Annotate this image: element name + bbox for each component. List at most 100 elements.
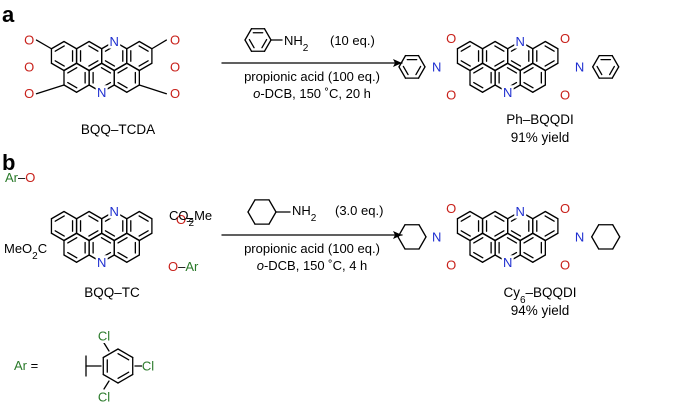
- core-ring-bond-inner: [460, 230, 471, 237]
- chlorine-atom-bg: [98, 390, 110, 404]
- core-nitrogen-top-bg: [108, 34, 121, 49]
- core-ring-bond-inner: [544, 215, 555, 222]
- core-ring-bond-inner: [523, 237, 534, 244]
- imide-nitrogen-left-bg: [430, 229, 443, 244]
- trichlorophenyl-ring-bond: [117, 348, 134, 359]
- imide-nitrogen-left: N: [432, 59, 441, 74]
- core-ring-bond: [75, 84, 90, 93]
- core-ring-bond: [519, 62, 534, 72]
- phenyl-right-bond: [611, 66, 620, 79]
- phenyl-right-bond: [592, 54, 600, 68]
- core-ring-bond: [75, 232, 90, 242]
- core-ring-bond: [113, 254, 128, 263]
- core-ring-bond: [469, 40, 484, 50]
- imide-nitrogen-right: N: [575, 229, 584, 244]
- core-ring-bond: [63, 62, 78, 72]
- bqq-tcda-core: NN: [50, 34, 153, 100]
- trichlorophenyl-ring-bond-inner: [117, 371, 130, 379]
- core-ring-bond-inner: [100, 237, 112, 244]
- core-ring-bond: [126, 40, 140, 50]
- cyclohexyl-ring-bond: [247, 211, 256, 225]
- cyclohexylamine-structure: [247, 199, 291, 225]
- core-ring-bond-inner: [54, 45, 65, 52]
- core-ring-bond-inner: [104, 60, 116, 67]
- ester-oar-bottom: O–Ar: [168, 259, 199, 274]
- core-ring-bond: [481, 210, 496, 220]
- core-ring-bond: [88, 232, 103, 242]
- anhydride-bond: [35, 39, 53, 50]
- core-ring-bond-inner: [460, 215, 471, 222]
- core-ring-bond-inner: [494, 230, 505, 237]
- product-core-nitrogen-bottom: N: [503, 85, 512, 100]
- anhydride-bridge-o: O: [170, 59, 180, 74]
- core-ring-bond-inner: [138, 230, 149, 237]
- conditions-a-line2: o-DCB, 150 ˚C, 20 h: [253, 86, 371, 101]
- core-ring-bond: [456, 232, 471, 242]
- ester-co2me-top-label: CO2Me: [169, 208, 212, 229]
- core-ring-bond-inner: [138, 60, 149, 67]
- imide-carbonyl-o-bg: [445, 258, 458, 273]
- chlorine-atom-bg: [142, 359, 154, 373]
- ph-bqqdi-yield: 91% yield: [511, 130, 570, 145]
- core-ring-bond-inner: [54, 230, 65, 237]
- cyclohexyl-right-bond: [612, 236, 621, 250]
- cyclohexylamine-nh2-label: NH2: [292, 203, 317, 224]
- trichlorophenyl-ring-bond-inner: [117, 353, 130, 361]
- core-ring-bond-inner: [88, 60, 99, 67]
- core-ring-bond: [456, 210, 471, 220]
- core-ring-bond-inner: [544, 45, 555, 52]
- phenyl-left-bond: [398, 54, 407, 68]
- bqq-tc-name: BQQ–TC: [84, 285, 140, 300]
- phenyl-right-bond: [592, 66, 600, 79]
- core-ring-bond: [532, 40, 546, 50]
- core-ring-bond: [113, 84, 128, 93]
- core-nitrogen-bottom-bg: [95, 85, 108, 100]
- core-ring-bond: [532, 62, 546, 72]
- core-ring-bond: [494, 40, 509, 50]
- anhydride-carbonyl-o: O: [170, 33, 180, 48]
- core-ring-bond: [126, 62, 140, 72]
- core-ring-bond: [63, 254, 78, 263]
- core-ring-bond-inner: [88, 230, 99, 237]
- imide-carbonyl-o: O: [560, 88, 570, 103]
- conditions-b-line1: propionic acid (100 eq.): [244, 241, 380, 256]
- cyclohexyl-right-bond: [591, 224, 600, 238]
- core-ring-bond-inner: [104, 230, 116, 237]
- core-ring-bond: [507, 62, 521, 72]
- anhydride-carbonyl-o: O: [24, 33, 34, 48]
- core-ring-bond: [126, 232, 140, 242]
- core-ring-bond-inner: [54, 215, 65, 222]
- anhydride-bridge-o: O: [24, 59, 34, 74]
- chlorine-atom-bg: [98, 329, 110, 343]
- core-nitrogen-bottom: N: [97, 85, 106, 100]
- cyclohexyl-right-bond: [591, 236, 600, 250]
- core-ring-bond: [469, 62, 484, 72]
- bqq-tc-core: NN: [50, 204, 153, 270]
- core-ring-bond: [138, 210, 153, 220]
- bqq-tcda-name: BQQ–TCDA: [81, 122, 155, 137]
- core-ring-bond-inner: [506, 237, 518, 244]
- core-ring-bond: [88, 210, 103, 220]
- core-ring-bond: [50, 232, 65, 242]
- cyclohexyl-left-bond: [418, 224, 427, 238]
- anhydride-carbonyl-o-bg: [169, 33, 182, 48]
- core-ring-bond-inner: [67, 81, 78, 89]
- core-ring-bond: [88, 62, 103, 72]
- core-ring-bond: [544, 40, 559, 50]
- core-ring-bond: [126, 84, 140, 93]
- core-ring-bond: [138, 40, 153, 50]
- anhydride-carbonyl-o-bg: [23, 33, 36, 48]
- core-nitrogen-top: N: [110, 204, 119, 219]
- cyclohexyl-ring-bond: [247, 199, 256, 213]
- trichlorophenyl-ring-bond: [102, 373, 119, 384]
- core-nitrogen-top-bg: [108, 204, 121, 219]
- aniline-ring-bond: [244, 39, 253, 52]
- reaction-arrow-b-head: [393, 231, 402, 239]
- imide-nitrogen-right-bg: [573, 229, 586, 244]
- core-ring-bond-inner: [117, 251, 128, 259]
- core-ring-bond: [88, 40, 103, 50]
- core-ring-bond: [138, 232, 153, 242]
- imide-carbonyl-o-bg: [445, 88, 458, 103]
